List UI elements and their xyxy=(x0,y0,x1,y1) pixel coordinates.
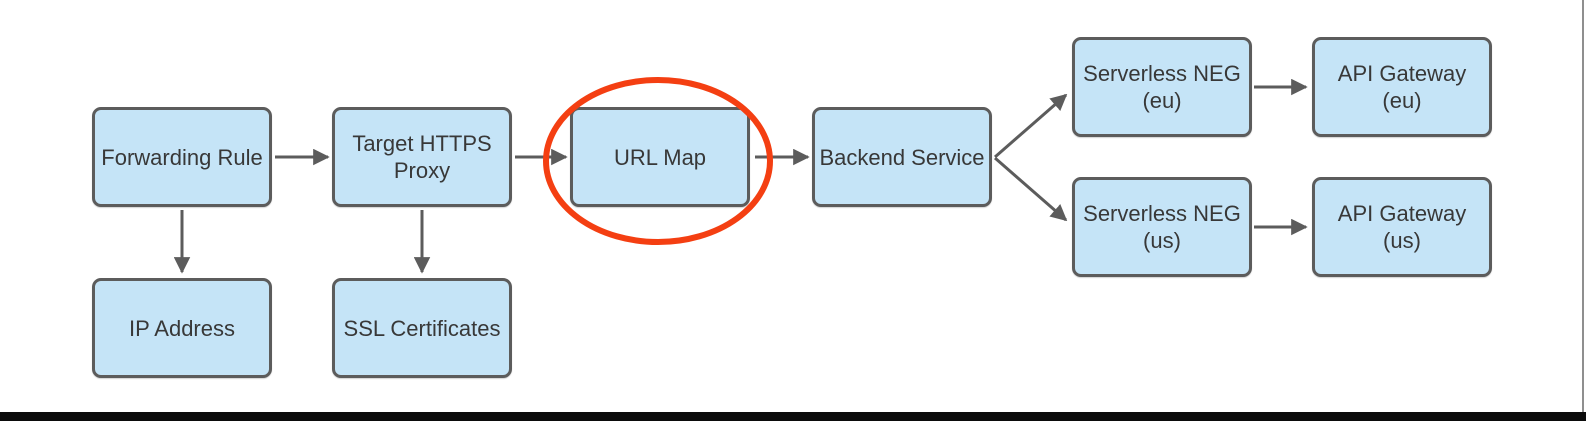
node-ssl-certificates-label: SSL Certificates xyxy=(343,315,501,341)
edge-backend-service-to-serverless-neg-eu xyxy=(994,93,1068,159)
node-target-https-proxy: Target HTTPS Proxy xyxy=(332,107,512,207)
node-ssl-certificates: SSL Certificates xyxy=(332,278,512,378)
node-url-map-label: URL Map xyxy=(613,144,707,170)
node-api-gateway-eu: API Gateway (eu) xyxy=(1312,37,1492,137)
node-serverless-neg-us-label: Serverless NEG (us) xyxy=(1083,201,1241,253)
node-backend-service-label: Backend Service xyxy=(819,144,985,170)
node-ip-address: IP Address xyxy=(92,278,272,378)
node-api-gateway-us-label: API Gateway (us) xyxy=(1337,201,1467,253)
node-url-map: URL Map xyxy=(570,107,750,207)
node-serverless-neg-eu: Serverless NEG (eu) xyxy=(1072,37,1252,137)
node-api-gateway-us: API Gateway (us) xyxy=(1312,177,1492,277)
edge-backend-service-to-serverless-neg-us xyxy=(994,156,1068,222)
bottom-border-bar xyxy=(0,412,1586,421)
node-forwarding-rule-label: Forwarding Rule xyxy=(101,144,263,170)
node-target-https-proxy-label: Target HTTPS Proxy xyxy=(352,131,492,183)
right-edge-line xyxy=(1582,0,1584,412)
node-forwarding-rule: Forwarding Rule xyxy=(92,107,272,207)
node-api-gateway-eu-label: API Gateway (eu) xyxy=(1337,61,1467,113)
node-serverless-neg-eu-label: Serverless NEG (eu) xyxy=(1083,61,1241,113)
node-serverless-neg-us: Serverless NEG (us) xyxy=(1072,177,1252,277)
node-ip-address-label: IP Address xyxy=(129,315,235,341)
node-backend-service: Backend Service xyxy=(812,107,992,207)
